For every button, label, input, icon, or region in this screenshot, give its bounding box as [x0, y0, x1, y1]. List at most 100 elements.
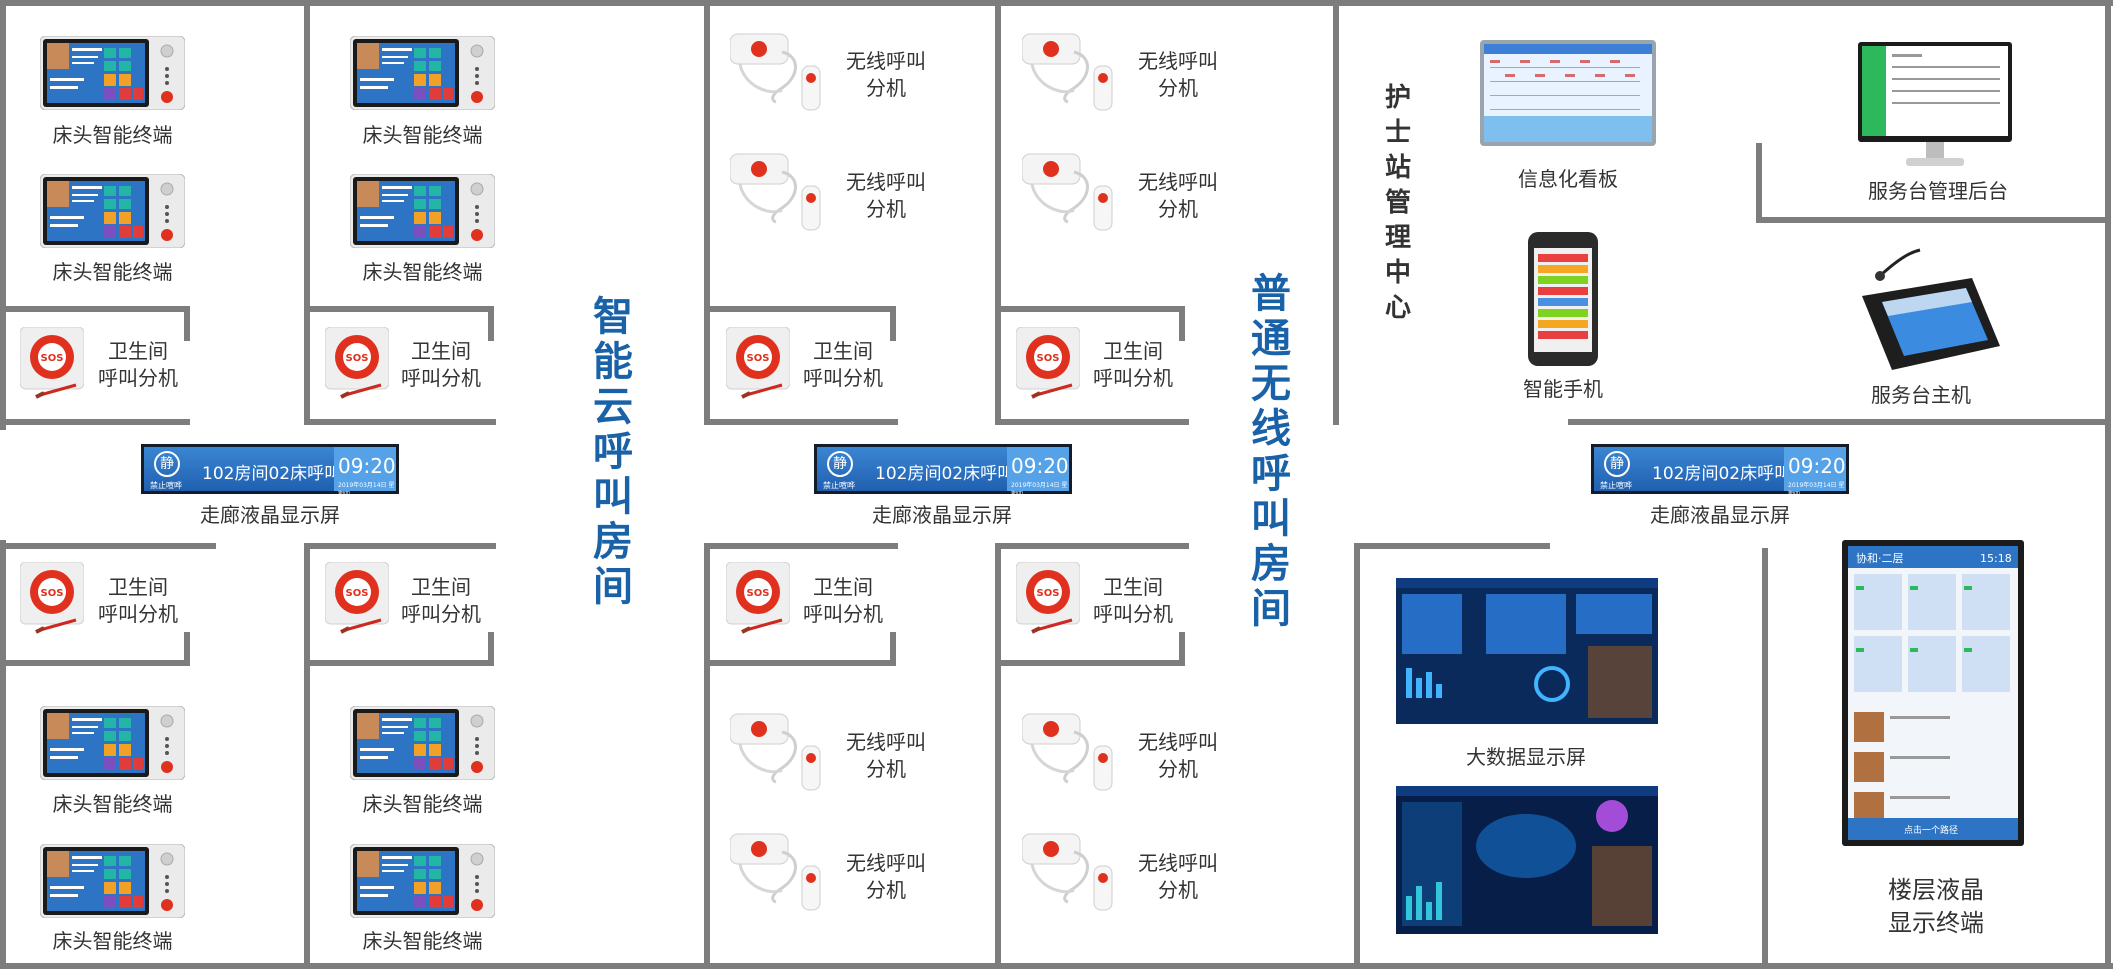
label-line: 卫生间: [108, 339, 168, 363]
svg-text:SOS: SOS: [747, 353, 770, 364]
bathroom-label: 卫生间呼叫分机: [793, 338, 893, 392]
corridor-display: 静 禁止喧哗 102房间02床呼叫 09:20 2019年03月14日 星期四: [814, 444, 1072, 498]
wall: [0, 0, 6, 430]
label-line: 分机: [1158, 757, 1198, 781]
time-box: 09:20 2019年03月14日 星期四: [334, 447, 396, 498]
title-char: 能: [593, 339, 633, 385]
label-line: 无线呼叫: [846, 851, 926, 875]
label-line: 分机: [1158, 197, 1198, 221]
dashboard-icon: [1396, 578, 1658, 724]
phone-icon: [1528, 232, 1598, 366]
wireless-call-unit: [1020, 826, 1122, 920]
sos-icon: SOS: [18, 325, 86, 399]
mode-icon: 静: [154, 451, 180, 477]
svg-text:SOS: SOS: [41, 588, 64, 599]
info-board-label: 信息化看板: [1518, 167, 1618, 191]
label-line: 分机: [866, 197, 906, 221]
wireless-call-unit: [1020, 26, 1122, 120]
title-char: 无: [1251, 361, 1291, 407]
sos-icon: SOS: [323, 325, 391, 399]
bed-terminal-label: 床头智能终端: [52, 929, 173, 953]
call-message: 102房间02床呼叫: [1652, 464, 1792, 484]
label-line: 无线呼叫: [846, 170, 926, 194]
svg-text:点击一个路径: 点击一个路径: [1904, 824, 1958, 836]
bigdata-screen-label: 大数据显示屏: [1466, 745, 1586, 769]
wall: [488, 632, 494, 666]
floor-terminal-label: 楼层液晶 显示终端: [1856, 874, 2016, 940]
title-char: 呼: [593, 429, 633, 475]
wall: [304, 306, 494, 312]
clock-date: 2019年03月14日 星期四: [1788, 482, 1845, 498]
title-char: 云: [593, 384, 633, 430]
wall: [304, 543, 310, 969]
title-char: 管: [1384, 188, 1411, 218]
bed-terminal: [39, 173, 186, 252]
kiosk-screen-icon: 协和·二层 15:18 点击一个路径: [1842, 540, 2024, 846]
label-line: 分机: [866, 878, 906, 902]
label-line: 分机: [1158, 76, 1198, 100]
label-line: 无线呼叫: [1138, 851, 1218, 875]
wireless-label: 无线呼叫分机: [1128, 850, 1228, 904]
service-host: [1842, 246, 2002, 378]
sos-icon: SOS: [1014, 560, 1082, 634]
wall: [1333, 0, 1339, 425]
bathroom-label: 卫生间呼叫分机: [88, 338, 188, 392]
mode-text: 禁止喧哗: [1600, 481, 1632, 490]
call-button-icon: [728, 32, 822, 112]
wireless-label: 无线呼叫分机: [836, 169, 936, 223]
wireless-label: 无线呼叫分机: [1128, 48, 1228, 102]
bed-terminal: [39, 843, 186, 922]
service-host-label: 服务台主机: [1871, 383, 1971, 407]
wall: [1354, 543, 1550, 549]
terminal-icon: [349, 173, 496, 249]
time-box: 09:20 2019年03月14日 星期四: [1007, 447, 1069, 498]
clock-time: 09:20: [338, 454, 396, 478]
wireless-call-unit: [1020, 706, 1122, 800]
wall: [995, 306, 1185, 312]
wall: [890, 306, 896, 341]
svg-text:SOS: SOS: [41, 353, 64, 364]
bathroom-sos-call: SOS: [1014, 560, 1082, 640]
call-button-icon: [1020, 152, 1114, 232]
corridor-display-label: 走廊液晶显示屏: [1650, 503, 1790, 527]
svg-text:SOS: SOS: [1037, 353, 1060, 364]
mode-icon: 静: [1604, 451, 1630, 477]
wall: [0, 306, 190, 312]
title-char: 理: [1384, 223, 1411, 253]
smart-cloud-room-title: 智 能 云 呼 叫 房 间: [588, 295, 638, 610]
wall: [184, 632, 190, 666]
wall: [0, 540, 6, 969]
bed-terminal-label: 床头智能终端: [362, 123, 483, 147]
bed-terminal-label: 床头智能终端: [52, 260, 173, 284]
wall: [184, 306, 190, 341]
wall: [1756, 217, 2111, 223]
terminal-icon: [349, 843, 496, 919]
wall: [0, 419, 190, 425]
mode-icon: 静: [827, 451, 853, 477]
bed-terminal: [349, 173, 496, 252]
wall: [995, 419, 1189, 425]
wall: [304, 0, 310, 425]
svg-text:SOS: SOS: [747, 588, 770, 599]
terminal-icon: [349, 705, 496, 781]
bed-terminal-label: 床头智能终端: [362, 260, 483, 284]
wireless-label: 无线呼叫分机: [836, 850, 936, 904]
wall: [704, 419, 898, 425]
wall: [890, 632, 896, 666]
title-char: 护: [1384, 83, 1411, 113]
wall: [995, 543, 1189, 549]
wall: [995, 0, 1001, 425]
sos-icon: SOS: [18, 560, 86, 634]
label-line: 呼叫分机: [1093, 602, 1173, 626]
label-line: 呼叫分机: [98, 602, 178, 626]
label-line: 呼叫分机: [803, 602, 883, 626]
wall: [488, 306, 494, 341]
wireless-call-unit: [728, 706, 830, 800]
clock-date: 2019年03月14日 星期四: [338, 482, 395, 498]
floor-lcd-terminal: 协和·二层 15:18 点击一个路径: [1842, 540, 2024, 850]
label-line: 卫生间: [813, 575, 873, 599]
corridor-display: 静 禁止喧哗 102房间02床呼叫 09:20 2019年03月14日 星期四: [1591, 444, 1849, 498]
label-line: 呼叫分机: [401, 602, 481, 626]
wireless-room-title: 普 通 无 线 呼 叫 房 间: [1246, 272, 1296, 632]
bathroom-label: 卫生间呼叫分机: [793, 574, 893, 628]
